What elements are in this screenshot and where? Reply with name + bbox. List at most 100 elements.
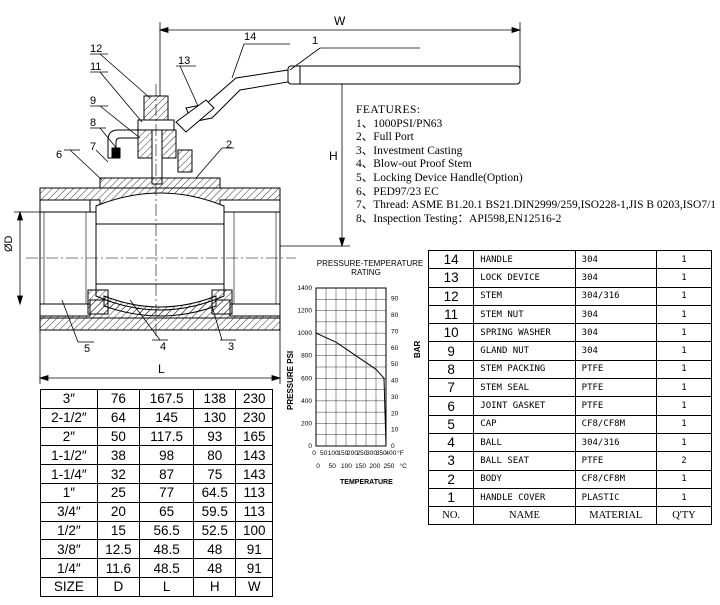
- parts-table-cell: 304: [574, 341, 657, 361]
- parts-table-cell: 1: [655, 341, 713, 361]
- h-label: H: [329, 149, 338, 163]
- parts-table-cell: CF8/CF8M: [574, 414, 657, 434]
- parts-table-cell: 1: [655, 249, 713, 270]
- parts-table-header-cell: MATERIAL: [574, 506, 657, 526]
- parts-table-cell: PTFE: [574, 359, 657, 380]
- parts-table-cell: PTFE: [574, 378, 657, 398]
- parts-table-cell: LOCK DEVICE: [473, 268, 576, 288]
- parts-table-cell: 1: [655, 378, 713, 398]
- size-table-cell: 1/2″: [40, 520, 98, 541]
- feature-item: 5、Locking Device Handle(Option): [356, 171, 523, 184]
- size-table-cell: 93: [193, 426, 237, 447]
- parts-table-cell: HANDLE COVER: [473, 487, 576, 508]
- size-table-cell: 80: [193, 445, 237, 466]
- feature-item: 4、Blow-out Proof Stem: [356, 158, 472, 171]
- parts-table-cell: 10: [427, 323, 475, 343]
- stem-assembly: [107, 95, 193, 185]
- features-list: FEATURES: 1、1000PSI/PN63 2、Full Port 3、I…: [356, 104, 716, 226]
- size-table-cell: 25: [96, 482, 141, 503]
- size-table-cell: 65: [139, 501, 195, 522]
- d-dimension: [14, 210, 44, 306]
- features-title: FEATURES:: [356, 104, 421, 116]
- size-table-cell: 48: [193, 539, 237, 560]
- callout-6: 6: [56, 149, 62, 161]
- parts-table-cell: SPRING WASHER: [473, 323, 576, 343]
- parts-table-header-cell: Q'TY: [655, 506, 713, 526]
- size-table-cell: 230: [235, 407, 273, 428]
- parts-table-cell: 5: [427, 414, 475, 434]
- parts-table-cell: PTFE: [574, 451, 657, 471]
- size-table-cell: 1-1/4″: [40, 464, 98, 484]
- parts-table-cell: BALL SEAT: [473, 451, 576, 471]
- parts-table-cell: STEM PACKING: [473, 359, 576, 380]
- parts-table-cell: BALL: [473, 432, 576, 453]
- size-table-cell: 52.5: [193, 520, 237, 541]
- size-table-cell: 3/8″: [40, 539, 98, 560]
- size-table-cell: 230: [235, 389, 273, 409]
- callout-11: 11: [90, 61, 101, 73]
- feature-item: 2、Full Port: [356, 131, 414, 144]
- parts-table-cell: 1: [655, 304, 713, 325]
- l-dimension: [38, 330, 282, 384]
- parts-table-cell: HANDLE: [473, 249, 576, 270]
- size-table-cell: 32: [96, 464, 141, 484]
- size-table-cell: 56.5: [139, 520, 195, 541]
- parts-table-cell: 13: [427, 268, 475, 288]
- d-label: ØD: [3, 235, 15, 252]
- size-table-cell: 76: [96, 389, 141, 409]
- parts-table-header-cell: NAME: [473, 506, 576, 526]
- size-table-header-cell: H: [193, 576, 237, 597]
- callout-numbers: 1 14 13 12 11 9 8 7 6 2 5 4 3: [56, 31, 318, 355]
- size-table-cell: 113: [235, 501, 273, 522]
- parts-table-cell: 1: [427, 487, 475, 508]
- parts-table-cell: 304/316: [574, 286, 657, 306]
- parts-table-cell: 4: [427, 432, 475, 453]
- size-table-cell: 87: [139, 464, 195, 484]
- parts-table-cell: 8: [427, 359, 475, 380]
- size-table-cell: 38: [96, 445, 141, 466]
- parts-table-cell: 304/316: [574, 432, 657, 453]
- size-table-cell: 75: [193, 464, 237, 484]
- size-table-cell: 98: [139, 445, 195, 466]
- parts-table-cell: 1: [655, 268, 713, 288]
- callout-5: 5: [84, 343, 90, 355]
- size-table-cell: 143: [235, 445, 273, 466]
- size-table-cell: 3″: [40, 389, 98, 409]
- size-table-cell: 11.6: [96, 558, 141, 578]
- size-table-cell: 165: [235, 426, 273, 447]
- callout-14: 14: [244, 31, 256, 43]
- feature-item: 7、Thread: ASME B1.20.1 BS21.DIN2999/259,…: [356, 199, 717, 212]
- feature-item: 6、PED97/23 EC: [356, 185, 439, 198]
- parts-table-cell: 304: [574, 249, 657, 270]
- callout-3: 3: [228, 341, 234, 353]
- size-table-cell: 130: [193, 407, 237, 428]
- l-label: L: [158, 362, 165, 376]
- size-table-cell: 2″: [40, 426, 98, 447]
- parts-table-cell: GLAND NUT: [473, 341, 576, 361]
- callout-4: 4: [160, 341, 166, 353]
- size-table-cell: 77: [139, 482, 195, 503]
- callout-1: 1: [312, 35, 318, 47]
- parts-table-cell: BODY: [473, 469, 576, 489]
- size-table-cell: 1-1/2″: [40, 445, 98, 466]
- parts-table-cell: 14: [427, 249, 475, 270]
- parts-table-cell: CAP: [473, 414, 576, 434]
- size-table-cell: 1″: [40, 482, 98, 503]
- parts-table-cell: 1: [655, 396, 713, 416]
- parts-table-header-cell: NO.: [427, 506, 475, 526]
- size-table-cell: 91: [235, 558, 273, 578]
- size-table-cell: 1/4″: [40, 558, 98, 578]
- center-lines: [26, 84, 296, 336]
